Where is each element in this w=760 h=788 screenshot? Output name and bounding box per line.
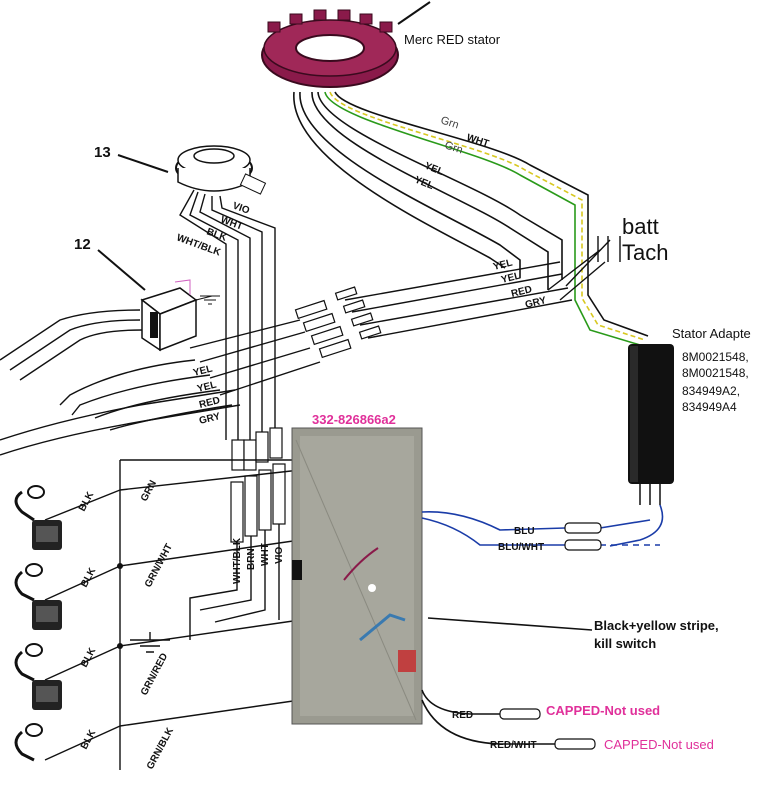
module-photo	[291, 427, 423, 725]
wire-label: WHT/BLK	[232, 537, 243, 584]
wire-label: Grn	[443, 139, 464, 156]
stator-icon	[261, 1, 431, 88]
wire-label: VIO	[274, 547, 285, 564]
coil-icon	[14, 643, 62, 710]
wire-label: BLK	[205, 226, 229, 244]
vertical-wires	[189, 524, 280, 640]
coil-icon	[14, 485, 62, 550]
wire-label: YEL	[500, 271, 522, 286]
blue-connectors	[564, 522, 602, 551]
adapter-part-number: 8M0021548,	[682, 350, 749, 364]
wire-label: RED/WHT	[490, 740, 537, 751]
wire-label: GRY	[524, 295, 548, 311]
module-part-number: 332-826866a2	[312, 412, 396, 427]
output-wires	[421, 617, 593, 745]
junction-dot	[117, 563, 123, 569]
wire-label: BLU	[514, 526, 535, 537]
stator-adapter-icon	[609, 344, 674, 547]
wire-label: BRN	[246, 548, 257, 570]
right-harness	[344, 236, 621, 339]
tach-label: Tach	[622, 240, 669, 263]
wire-label: GRN/RED	[139, 652, 170, 698]
part-13-label: 13	[94, 144, 111, 161]
stator-adapter-title: Stator Adapte	[672, 326, 751, 341]
wire-label: YEL	[413, 175, 435, 192]
wire-label: BLK	[79, 727, 99, 751]
wire-label: WHT	[219, 214, 244, 232]
wire-label: YEL	[423, 161, 445, 178]
capped-connectors	[499, 708, 596, 750]
wire-label: YEL	[196, 380, 218, 395]
wire-label: Grn	[439, 114, 460, 131]
wire-label: YEL	[192, 364, 214, 379]
wire-label: GRN/WHT	[143, 542, 175, 589]
wire-label: BLU/WHT	[498, 542, 544, 553]
batt-label: batt	[622, 214, 659, 239]
wire-label: VIO	[231, 200, 251, 216]
wire-label: BLK	[77, 489, 97, 513]
adapter-part-number: 834949A4	[682, 400, 737, 414]
wire-label: GRN/BLK	[145, 725, 176, 771]
wire-label: GRY	[198, 411, 222, 427]
adapter-part-number: 834949A2,	[682, 384, 741, 398]
left-harness	[0, 309, 321, 456]
wire-label: WHT	[260, 543, 271, 566]
capped-note: CAPPED-Not used	[546, 703, 661, 718]
stator-title: Merc RED stator	[404, 32, 501, 47]
coil-icon	[14, 563, 62, 630]
kill-switch-label: kill switch	[594, 636, 657, 651]
part-12-label: 12	[74, 236, 91, 253]
adapter-part-number: 8M0021548,	[682, 366, 749, 380]
module-12-icon	[97, 249, 220, 352]
junction-dot	[117, 643, 123, 649]
wire-label: YEL	[492, 258, 514, 273]
coil-icon	[14, 723, 43, 762]
wire-label: WHT	[465, 132, 490, 150]
coil-group	[44, 459, 301, 770]
trigger-wires	[179, 189, 276, 440]
blue-wires	[421, 511, 660, 546]
stator-wires	[293, 91, 649, 346]
wire-label: RED	[510, 284, 533, 300]
kill-switch-label: Black+yellow stripe,	[594, 618, 719, 633]
capped-note: CAPPED-Not used	[604, 737, 714, 752]
bullet-connectors	[294, 286, 382, 359]
trigger-icon	[117, 145, 267, 195]
wire-label: RED	[198, 395, 221, 411]
wire-label: GRN	[139, 479, 159, 504]
vertical-connectors	[230, 427, 286, 543]
wire-label: RED	[452, 710, 473, 721]
